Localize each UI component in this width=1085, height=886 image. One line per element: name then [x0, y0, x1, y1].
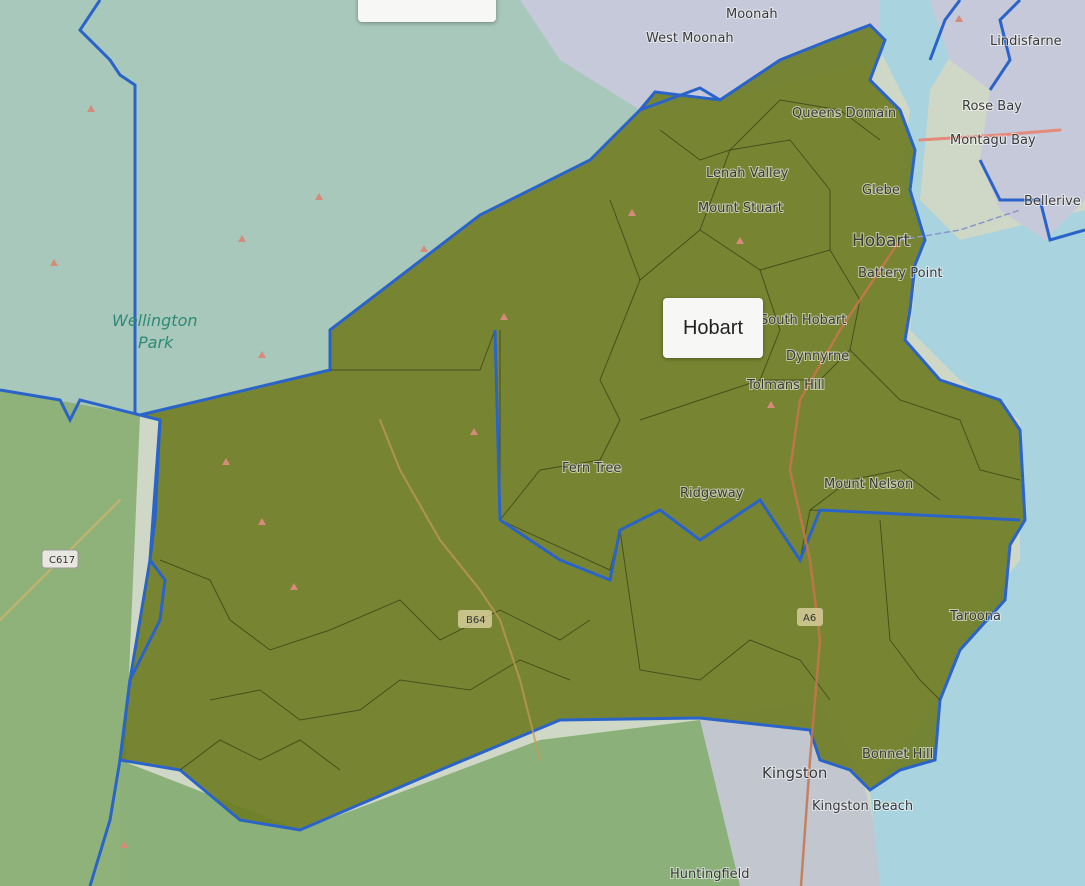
peak-markers: [50, 15, 963, 848]
partial-tooltip: [358, 0, 496, 22]
shield-c617: C617: [49, 555, 75, 566]
shield-b64: B64: [466, 615, 486, 626]
label-tolmans-hill: Tolmans Hill: [746, 378, 825, 393]
label-dynnyrne: Dynnyrne: [786, 349, 849, 364]
place-labels: Moonah West Moonah Lindisfarne Queens Do…: [112, 6, 1082, 883]
label-rose-bay: Rose Bay: [962, 99, 1022, 114]
label-huntingfield: Huntingfield: [670, 867, 750, 882]
label-south-hobart: South Hobart: [760, 313, 846, 328]
label-mount-stuart: Mount Stuart: [698, 201, 783, 216]
label-montagu-bay: Montagu Bay: [950, 133, 1036, 148]
label-west-moonah: West Moonah: [646, 31, 734, 46]
shield-a6: A6: [803, 613, 816, 624]
label-mount-nelson: Mount Nelson: [824, 477, 913, 492]
label-wellington-park-line1: Wellington: [112, 311, 198, 330]
label-wellington-park-line2: Park: [138, 333, 174, 352]
label-battery-point: Battery Point: [858, 266, 943, 281]
road-shields: C617 B64 A6: [41, 549, 823, 628]
label-fern-tree: Fern Tree: [562, 461, 621, 476]
label-lindisfarne: Lindisfarne: [990, 34, 1062, 49]
label-queens-domain: Queens Domain: [792, 106, 896, 121]
tooltip-label: Hobart: [682, 316, 744, 339]
derwent-river: [870, 0, 1085, 886]
wellington-park-area: [0, 0, 640, 415]
label-hobart: Hobart: [852, 231, 910, 251]
label-bellerive: Bellerive: [1024, 194, 1081, 209]
rural-west-area: [0, 390, 140, 886]
label-taroona: Taroona: [949, 609, 1001, 624]
label-moonah: Moonah: [726, 7, 778, 22]
label-ridgeway: Ridgeway: [680, 486, 744, 501]
label-bonnet-hill: Bonnet Hill: [862, 747, 933, 762]
eastern-shore-area: [930, 0, 1085, 240]
label-lenah-valley: Lenah Valley: [706, 166, 789, 181]
hobart-municipality-polygon[interactable]: [118, 23, 1027, 832]
hobart-tooltip: Hobart: [663, 298, 763, 358]
label-kingston-beach: Kingston Beach: [812, 799, 913, 814]
label-kingston: Kingston: [762, 764, 827, 782]
rural-south-area: [120, 720, 760, 886]
label-glebe: Glebe: [862, 183, 900, 198]
urban-north-area: [520, 0, 900, 110]
